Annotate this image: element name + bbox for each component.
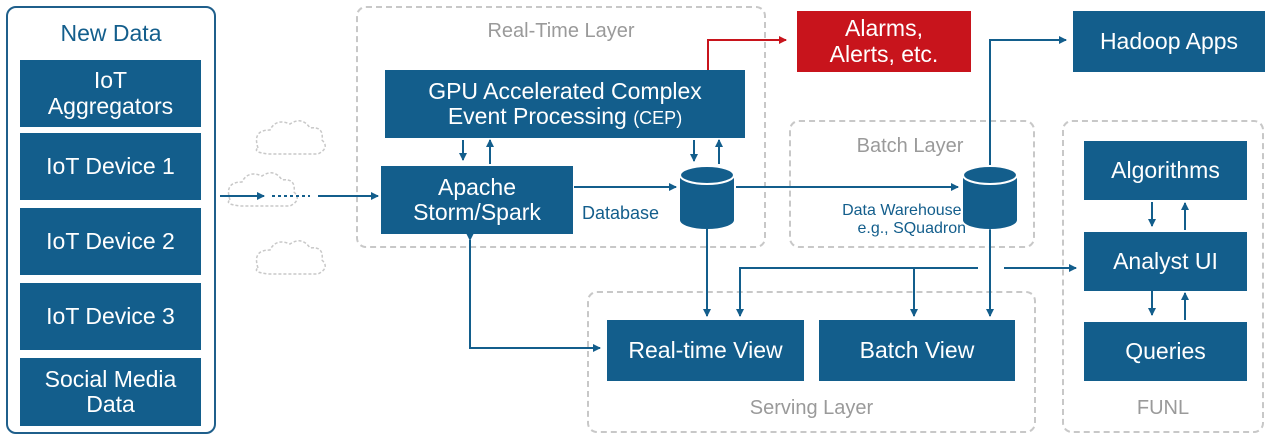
data-warehouse-icon	[962, 165, 1018, 229]
serving-layer-frame	[587, 291, 1036, 433]
batch-view-block: Batch View	[819, 320, 1015, 381]
gpu-cep-line1: GPU Accelerated Complex	[428, 77, 702, 104]
iot-device-1-block: IoT Device 1	[20, 133, 201, 200]
realtime-layer-title: Real-Time Layer	[487, 20, 635, 42]
iot-device-3-block: IoT Device 3	[20, 283, 201, 350]
funl-title: FUNL	[1136, 397, 1190, 419]
batch-layer-title: Batch Layer	[856, 135, 964, 157]
social-media-data-block: Social Media Data	[20, 358, 201, 426]
gpu-cep-line2: Event Processing (CEP)	[447, 103, 683, 129]
realtime-view-block: Real-time View	[607, 320, 804, 381]
gpu-cep-block: GPU Accelerated Complex Event Processing…	[385, 70, 745, 138]
iot-device-2-block: IoT Device 2	[20, 208, 201, 275]
cloud-icon	[227, 120, 326, 275]
alarms-block: Alarms, Alerts, etc.	[797, 11, 971, 72]
funl-frame	[1062, 120, 1264, 433]
database-label: Database	[582, 203, 660, 223]
algorithms-block: Algorithms	[1084, 141, 1247, 200]
serving-layer-title: Serving Layer	[749, 397, 874, 419]
database-icon	[679, 165, 735, 229]
storm-spark-block: Apache Storm/Spark	[381, 166, 573, 234]
new-data-frame	[6, 6, 216, 434]
batch-layer-frame	[789, 120, 1035, 248]
iot-aggregators-block: IoT Aggregators	[20, 60, 201, 127]
hadoop-apps-block: Hadoop Apps	[1073, 11, 1265, 72]
analyst-ui-block: Analyst UI	[1084, 232, 1247, 291]
new-data-title: New Data	[60, 20, 162, 46]
data-warehouse-label: Data Warehouse, e.g., SQuadron	[842, 202, 966, 238]
queries-block: Queries	[1084, 322, 1247, 381]
